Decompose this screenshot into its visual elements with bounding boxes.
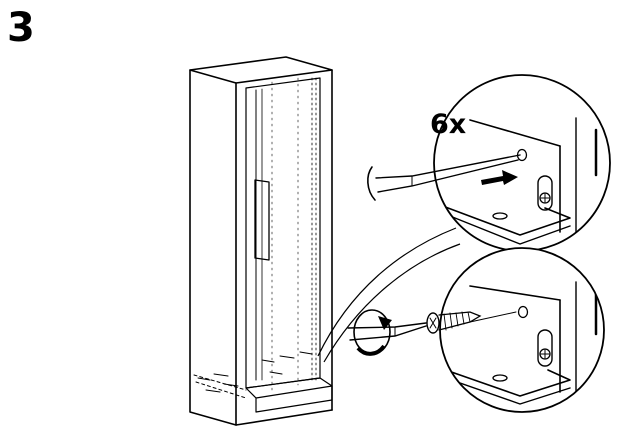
step-number: 3 (7, 5, 35, 51)
detail-leader-lines (317, 227, 461, 363)
detail-circle-bottom (439, 247, 605, 413)
screwdriver-top (367, 154, 521, 201)
quantity-label: 6x (430, 109, 466, 140)
screw (426, 311, 482, 334)
rotation-arrow-icon (353, 309, 392, 356)
push-arrow (481, 170, 518, 185)
screwdriver-bottom (347, 322, 427, 341)
cabinet-frame (189, 56, 333, 426)
detail-circle-top: 6x (430, 74, 611, 252)
